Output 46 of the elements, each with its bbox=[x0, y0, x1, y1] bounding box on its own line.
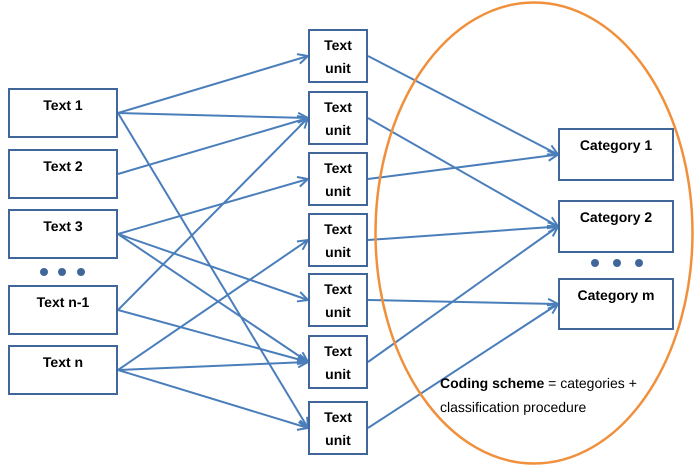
box-label: Category m bbox=[576, 286, 656, 304]
arrow bbox=[118, 53, 309, 114]
box-label: Text unit bbox=[323, 36, 353, 78]
box-label: Text unit bbox=[323, 159, 353, 201]
arrow bbox=[118, 356, 309, 371]
box-label: Text unit bbox=[323, 98, 353, 140]
box-label: Text 3 bbox=[42, 217, 84, 235]
arrow bbox=[117, 117, 309, 311]
text-unit-box bbox=[308, 213, 368, 267]
coding-scheme-caption: Coding scheme = categories + classification procedure bbox=[440, 374, 638, 417]
box-label: Category 2 bbox=[578, 208, 654, 226]
text-box bbox=[8, 345, 118, 395]
category-box bbox=[558, 200, 674, 253]
box-label: Category 1 bbox=[578, 136, 654, 154]
category-box bbox=[558, 128, 674, 181]
arrow bbox=[367, 303, 559, 429]
arrow bbox=[117, 112, 309, 429]
arrow bbox=[368, 150, 559, 180]
box-label: Text unit bbox=[323, 280, 353, 322]
arrow bbox=[118, 176, 309, 235]
text-box bbox=[8, 88, 118, 138]
box-label: Text unit bbox=[323, 408, 353, 450]
text-box bbox=[8, 149, 118, 199]
box-label: Text unit bbox=[323, 342, 353, 384]
text-box bbox=[8, 209, 118, 259]
box-label: Text n bbox=[42, 353, 84, 371]
box-label: Text unit bbox=[323, 220, 353, 262]
arrow bbox=[118, 112, 309, 124]
coding-scheme-ellipse bbox=[374, 1, 694, 465]
arrow bbox=[368, 55, 559, 156]
arrow bbox=[368, 117, 559, 228]
category-box bbox=[558, 278, 674, 330]
box-label: Text 2 bbox=[42, 157, 84, 175]
text-unit-box bbox=[308, 273, 368, 327]
text-unit-box bbox=[308, 335, 368, 389]
text-unit-box bbox=[308, 401, 368, 455]
text-unit-box bbox=[308, 29, 368, 83]
arrow bbox=[118, 369, 309, 431]
box-label: Text 1 bbox=[42, 96, 84, 114]
text-box bbox=[8, 285, 118, 335]
arrow bbox=[367, 226, 559, 363]
box-label: Text n-1 bbox=[36, 293, 90, 311]
text-unit-box bbox=[308, 91, 368, 145]
text-unit-box bbox=[308, 152, 368, 206]
arrow bbox=[368, 298, 559, 310]
arrow bbox=[118, 233, 309, 302]
